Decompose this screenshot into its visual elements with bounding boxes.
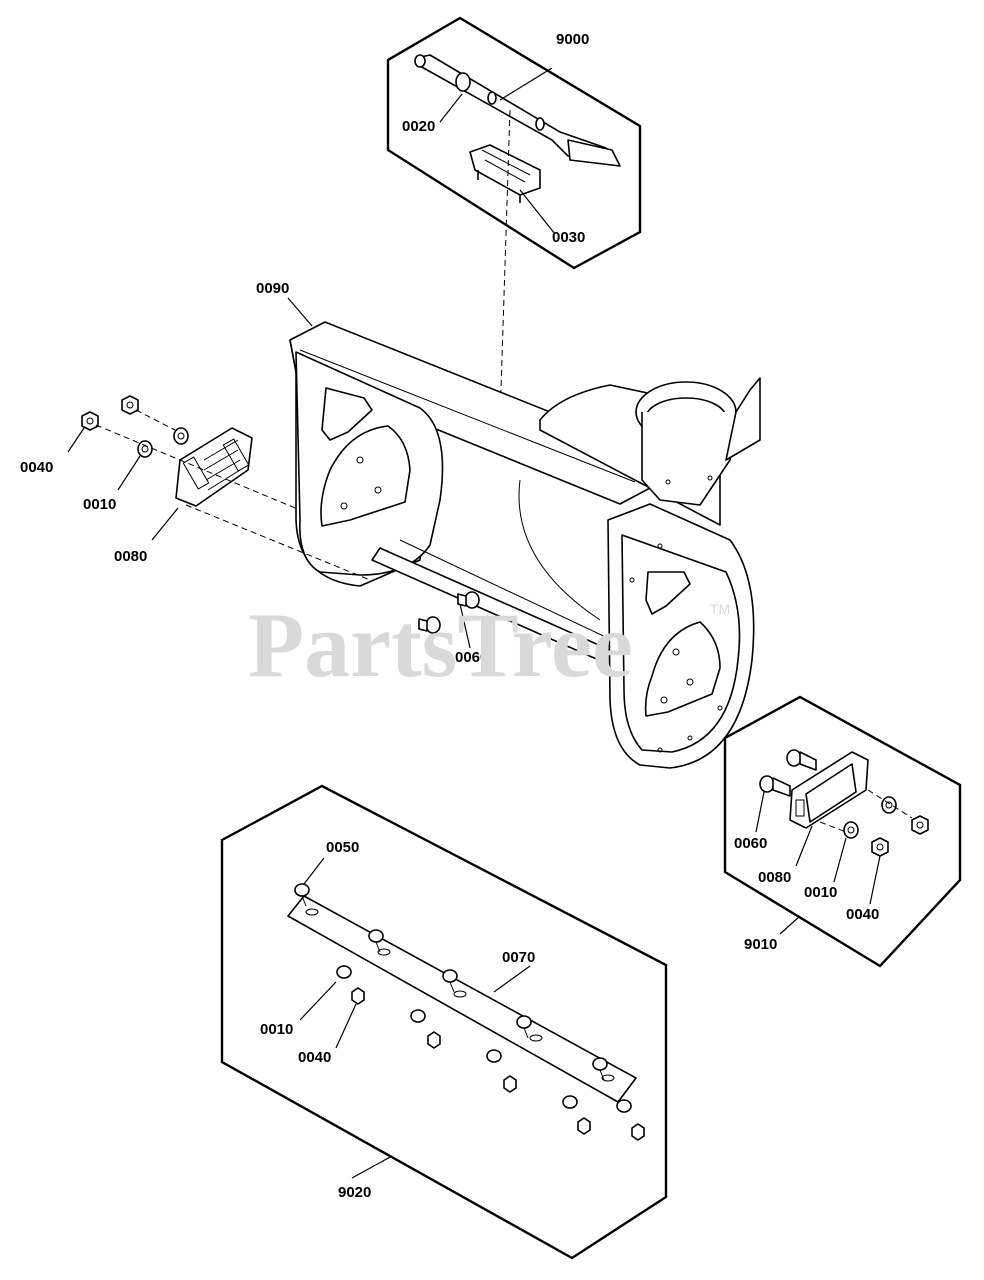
part-0050-bolt-1[interactable] [294,883,310,907]
part-0060-bolt-b[interactable] [418,616,441,634]
part-0060-bolt-right-a[interactable] [786,749,817,771]
part-0010-washer-bar-3[interactable] [486,1049,502,1063]
callout-0040-left: 0040 [20,459,53,476]
callout-0040-right: 0040 [846,906,879,923]
part-0010-washer-bar-5[interactable] [616,1099,632,1113]
part-0080-skid-shoe-left[interactable] [175,427,253,507]
part-0010-washer-right-b[interactable] [843,821,859,839]
part-0050-bolt-2[interactable] [368,929,384,953]
callout-0010-right: 0010 [804,884,837,901]
part-0090-auger-housing[interactable]: 0090 [256,280,761,769]
callout-0090: 0090 [256,280,289,297]
part-0020-shaft[interactable] [414,54,621,167]
callout-0010-bottom: 0010 [260,1021,293,1038]
callout-0050: 0050 [326,839,359,856]
kit-9020-group: 0050 0070 0010 0040 9020 [220,784,668,1260]
part-0050-bolt-4[interactable] [516,1015,532,1039]
part-0030-bracket[interactable] [469,144,541,203]
part-0050-bolt-3[interactable] [442,969,458,993]
callout-0080-left: 0080 [114,548,147,565]
kit-9010-box [723,695,962,968]
callout-9000: 9000 [556,31,589,48]
bar-bolts [294,883,608,1081]
part-0040-nut-bar-3[interactable] [503,1075,517,1093]
callout-0060-center: 0060 [455,649,488,666]
callout-0060-right: 0060 [734,835,767,852]
part-0010-washer-left-b[interactable] [173,427,189,445]
part-0040-nut-bar-4[interactable] [577,1117,591,1135]
callout-0080-right: 0080 [758,869,791,886]
left-skid-group: 0040 0010 0080 [20,395,371,581]
part-0010-washer-bar-4[interactable] [562,1095,578,1109]
callout-0030: 0030 [552,229,585,246]
chute-opening [635,377,761,506]
watermark-tm: TM [710,601,730,617]
watermark: PartsTree TM [248,594,730,696]
part-0010-washer-bar-2[interactable] [410,1009,426,1023]
bar-washers-nuts [336,965,645,1141]
part-0050-bolt-5[interactable] [592,1057,608,1081]
part-0010-washer-right-a[interactable] [881,796,897,814]
callout-9010: 9010 [744,936,777,953]
callout-9020: 9020 [338,1184,371,1201]
kit-9020-box [220,784,668,1260]
part-0040-nut-bar-2[interactable] [427,1031,441,1049]
center-bolts-group: 0060 [418,591,488,666]
part-0010-washer-left-a[interactable] [137,440,153,458]
kit-9000-group: 9000 0020 0030 [386,16,642,421]
part-0040-nut-left-b[interactable] [121,395,139,415]
part-0060-bolt-right-b[interactable] [759,775,791,797]
part-0040-nut-bar-1[interactable] [351,987,365,1005]
callout-0010-left: 0010 [83,496,116,513]
part-0040-nut-bar-5[interactable] [631,1123,645,1141]
part-0040-nut-right-a[interactable] [911,815,929,835]
part-0070-scraper-bar[interactable] [287,895,637,1103]
callout-0020: 0020 [402,118,435,135]
part-0010-washer-bar-1[interactable] [336,965,352,979]
part-0040-nut-right-b[interactable] [871,837,889,857]
watermark-text: PartsTree [248,594,633,696]
kit-9010-group: 0060 0080 0010 0040 9010 [723,695,962,968]
part-0080-skid-shoe-right[interactable] [789,751,869,829]
callout-0070: 0070 [502,949,535,966]
part-0040-nut-left-a[interactable] [81,411,99,431]
callout-0040-bottom: 0040 [298,1049,331,1066]
part-0060-bolt-a[interactable] [457,591,480,609]
